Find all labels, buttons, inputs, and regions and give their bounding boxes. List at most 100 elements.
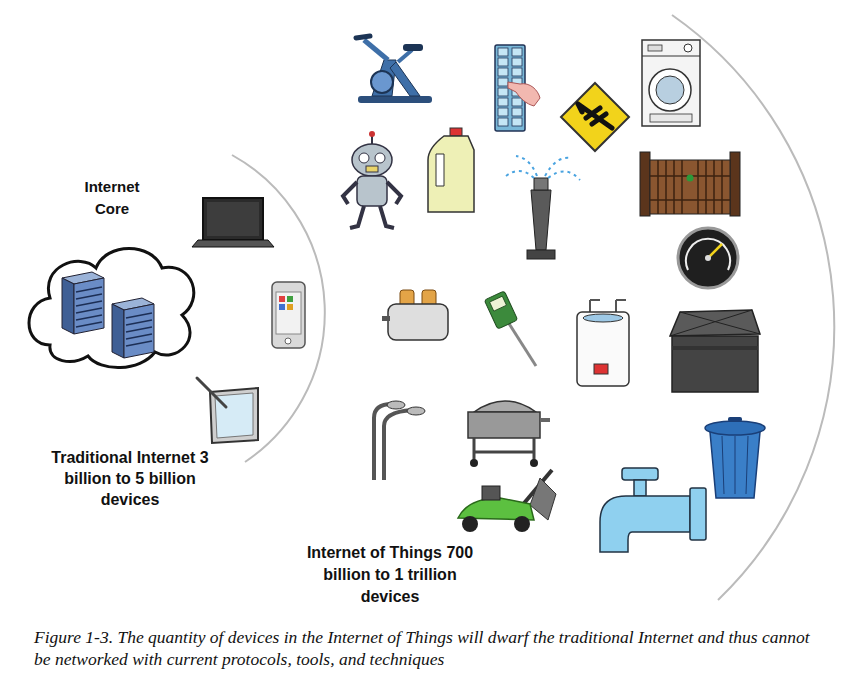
toaster-icon-part [382, 316, 390, 321]
trash-can-icon-part [728, 417, 742, 422]
lawn-mower-icon [458, 470, 556, 532]
phone-icon-part [287, 296, 293, 302]
server-rack-part [126, 313, 152, 346]
gate-icon-part [687, 175, 694, 182]
server-rack-part [74, 278, 104, 334]
soil-meter-icon-part-part [484, 291, 517, 329]
region-label: Internet Core [67, 176, 157, 220]
washing-machine-icon-part [656, 76, 684, 104]
server-rack [62, 272, 104, 334]
gate-icon-part [640, 152, 650, 216]
dumpster-icon-part [672, 346, 758, 350]
robot-icon-part [352, 144, 392, 176]
exercise-bike-icon-part [364, 40, 388, 60]
lawn-mower-icon-part [530, 478, 556, 520]
elevator-panel-icon-part-part [512, 118, 522, 126]
street-lamp-icon-part [407, 407, 425, 415]
elevator-panel-icon-part-part [498, 88, 508, 96]
airplane-sign-icon-part [561, 83, 629, 151]
milk-jug-icon-part [450, 128, 462, 136]
robot-icon-part [366, 166, 378, 172]
soil-meter-icon-part [484, 291, 517, 329]
robot-icon-part [343, 182, 401, 204]
server-rack-part [76, 287, 102, 327]
exercise-bike-icon-part [390, 62, 420, 96]
elevator-panel-icon [495, 45, 540, 131]
exercise-bike-icon-part [356, 36, 370, 38]
sprinkler-icon-part [534, 178, 548, 190]
phone-icon-part [279, 296, 285, 302]
elevator-panel-icon-part-part [512, 48, 522, 56]
washing-machine-icon [642, 40, 700, 126]
exercise-bike-icon-part [398, 50, 412, 62]
laptop-icon-part [192, 240, 274, 247]
street-lamp-icon [374, 401, 425, 480]
cloud-icon [29, 249, 194, 368]
grill-icon-part [474, 438, 534, 462]
grill-icon-part [468, 412, 540, 438]
sprinkler-icon [506, 156, 580, 259]
faucet-icon-part [622, 468, 658, 480]
water-heater-icon-part [594, 364, 608, 374]
server-rack-part [62, 278, 74, 334]
washing-machine-icon-part [648, 45, 662, 51]
water-heater-icon [577, 300, 629, 386]
laptop-icon [192, 198, 274, 247]
laptop-icon-part [203, 198, 263, 240]
faucet-icon [600, 468, 706, 552]
server-rack [112, 298, 154, 358]
phone-icon-part [285, 338, 291, 344]
elevator-panel-icon-part-part [512, 108, 522, 116]
gate-icon-part [650, 160, 730, 214]
lawn-mower-icon-part [462, 516, 478, 532]
robot-icon-part [359, 153, 369, 163]
sprinkler-icon-part [527, 250, 555, 259]
dumpster-icon-part [672, 336, 758, 392]
elevator-panel-icon-part-part [498, 48, 508, 56]
trash-can-icon [705, 417, 765, 498]
dumpster-icon-part [670, 310, 760, 336]
laptop-icon-part [207, 202, 259, 236]
elevator-panel-icon-part-part [512, 98, 522, 106]
exercise-bike-icon-part [358, 96, 432, 103]
water-heater-icon-part [577, 312, 629, 386]
milk-jug-icon-part [428, 136, 474, 212]
faucet-icon-part [600, 496, 690, 552]
robot-icon-part [375, 153, 385, 163]
gate-icon [640, 152, 740, 216]
dumpster-icon-part [670, 310, 760, 336]
elevator-panel-icon-part-part [498, 98, 508, 106]
sprinkler-icon-part [531, 190, 551, 250]
street-lamp-icon-part [387, 401, 405, 409]
milk-jug-icon [428, 128, 474, 212]
street-lamp-icon-part [384, 410, 412, 480]
airplane-sign-icon-part [578, 104, 612, 128]
region-label: Traditional Internet 3 billion to 5 bill… [45, 447, 215, 510]
figure-caption: Figure 1-3. The quantity of devices in t… [34, 626, 830, 670]
washing-machine-icon-part [684, 44, 692, 52]
elevator-panel-icon-part-part [498, 108, 508, 116]
elevator-panel-icon-part-part [498, 58, 508, 66]
sprinkler-icon-part [506, 156, 580, 180]
phone-icon-part [279, 304, 285, 310]
server-rack-part [124, 304, 154, 358]
grill-icon-part [530, 459, 538, 467]
washing-machine-icon-part [642, 56, 700, 57]
milk-jug-icon-part [436, 154, 444, 186]
exercise-bike-icon-part [371, 71, 393, 93]
elevator-panel-icon-part [508, 82, 540, 106]
lawn-mower-icon-part [482, 486, 500, 500]
elevator-panel-icon-part-part [498, 118, 508, 126]
trash-can-icon-part [710, 432, 760, 498]
washing-machine-icon-part [650, 114, 692, 122]
phone-icon-part [272, 282, 305, 348]
airplane-sign-icon [561, 83, 629, 151]
region-label: Internet of Things 700 billion to 1 tril… [304, 542, 476, 608]
robot-icon-part [371, 136, 373, 144]
grill-icon-part [470, 459, 478, 467]
tablet-icon [197, 378, 258, 443]
grill-icon-part [474, 401, 536, 412]
toaster-icon-part [388, 304, 448, 340]
gauge-icon-part [705, 255, 711, 261]
